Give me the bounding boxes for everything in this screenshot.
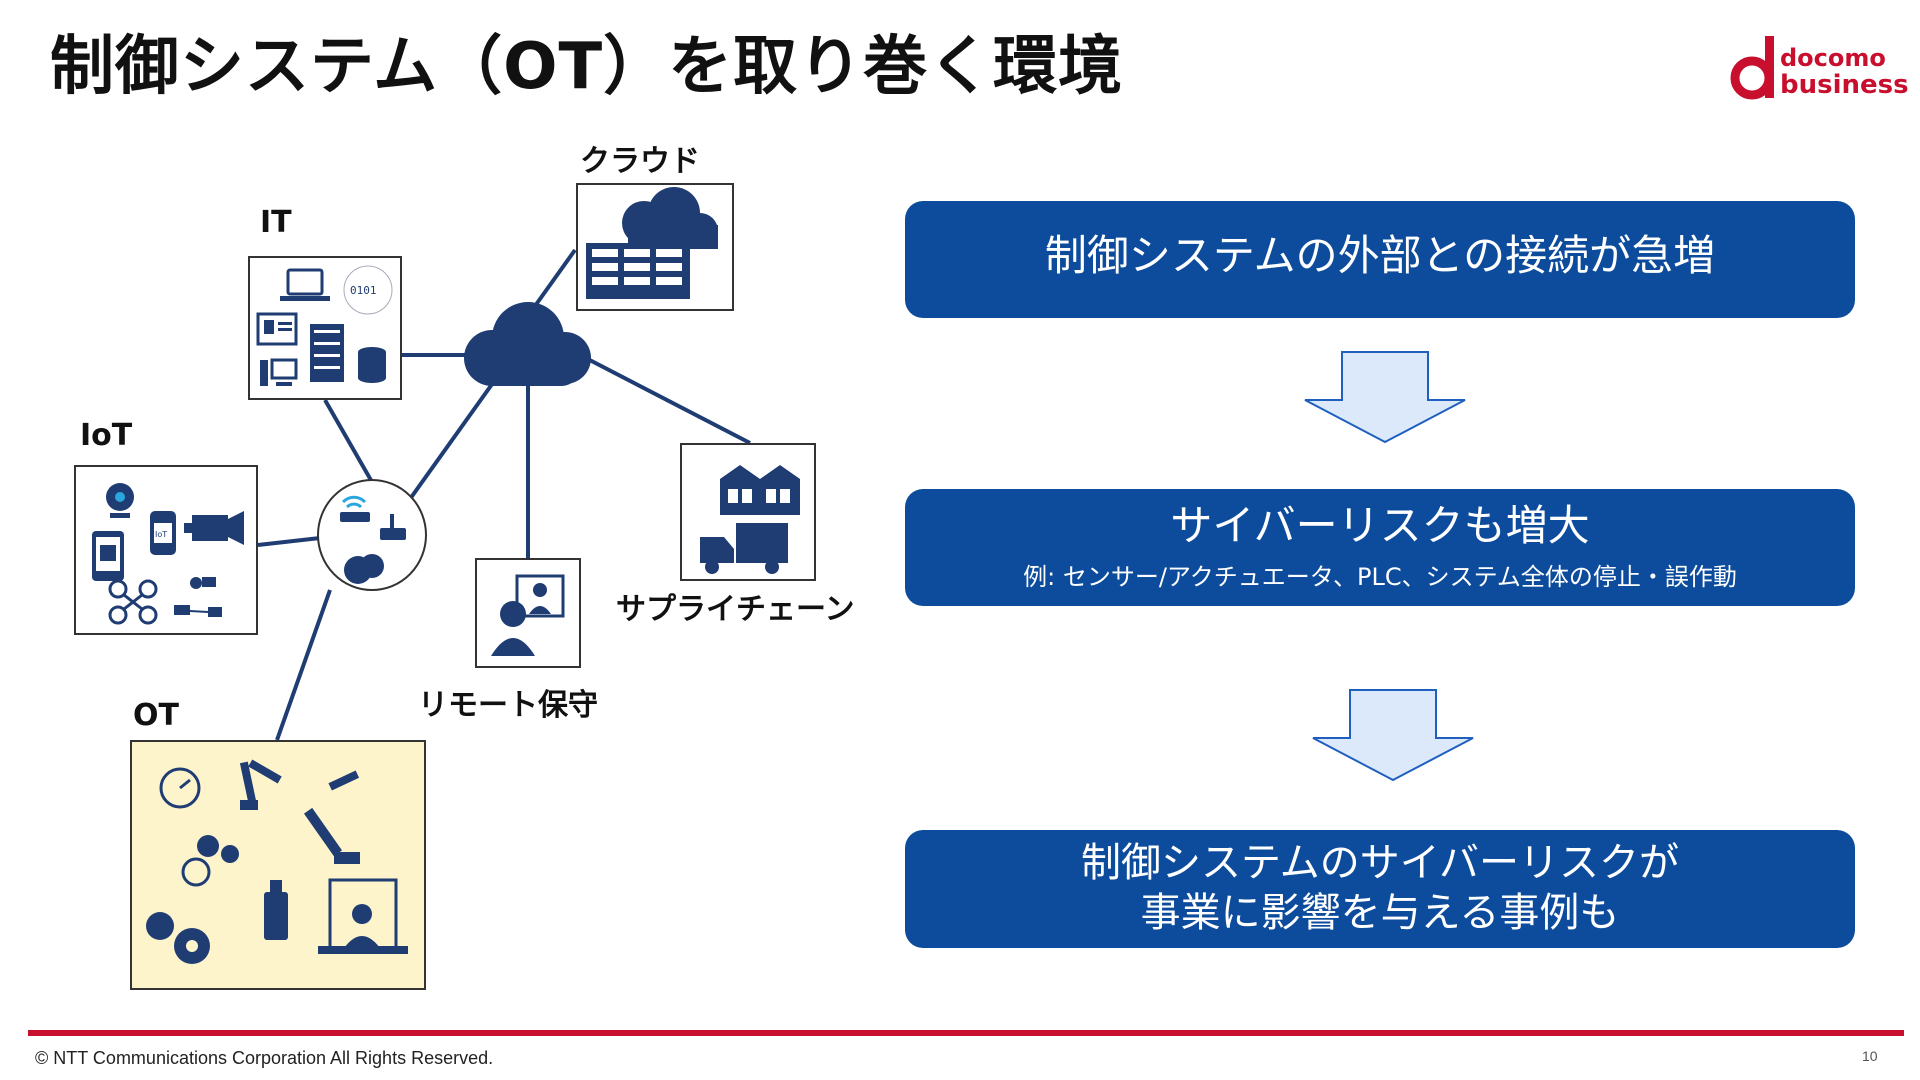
node-label-supply-chain: サプライチェーン	[616, 592, 855, 627]
line-it-hub	[323, 399, 374, 483]
down-arrow-icon	[1304, 351, 1466, 444]
remote-maintenance-box	[475, 558, 581, 668]
footer-divider	[28, 1030, 1904, 1036]
docomo-d-logo-icon	[1730, 36, 1774, 100]
supply-chain-box	[680, 443, 816, 581]
panel-3-text-line1: 制御システムのサイバーリスクが	[1081, 840, 1679, 886]
smartphone-icon	[92, 531, 124, 581]
node-label-iot: IoT	[80, 418, 133, 453]
webcam-icon	[106, 483, 134, 518]
page-number: 10	[1862, 1048, 1878, 1064]
logo-text-business: business	[1780, 70, 1909, 100]
binary-globe-icon: 0101	[343, 265, 393, 315]
node-label-it: IT	[260, 205, 292, 240]
it-box: 0101	[248, 256, 402, 400]
edge-hub-circle	[317, 479, 427, 591]
drone-icon	[108, 579, 158, 625]
panel-1-text: 制御システムの外部との接続が急増	[1044, 231, 1716, 280]
cloud-server-icon	[586, 187, 718, 299]
ot-box	[130, 740, 426, 990]
down-arrow-icon	[1312, 689, 1474, 782]
logo-text-docomo: docomo	[1780, 44, 1886, 72]
robot-arm-icon	[239, 759, 282, 810]
node-label-ot: OT	[133, 698, 179, 733]
network-diagram: IT 0101 クラウド	[0, 0, 900, 1020]
document-icon	[256, 312, 298, 346]
line-cloud-supply	[579, 353, 751, 445]
panel-2-text: サイバーリスクも増大	[1170, 501, 1590, 550]
gears-icon	[146, 912, 210, 964]
iot-network-icon	[174, 577, 222, 617]
laptop-icon	[280, 268, 330, 301]
access-point-icon	[380, 514, 406, 540]
line-iot-hub	[257, 536, 321, 547]
gauge-icon	[159, 767, 201, 809]
info-panel-business-impact: 制御システムのサイバーリスクが 事業に影響を与える事例も	[905, 830, 1855, 948]
page-title: 制御システム（OT）を取り巻く環境	[50, 30, 1124, 104]
info-panel-connection-increase: 制御システムの外部との接続が急増	[905, 201, 1855, 318]
connection-lines	[257, 248, 751, 741]
camera-icon	[184, 511, 244, 545]
smartwatch-icon: IoT	[150, 511, 176, 555]
iot-box: IoT	[74, 465, 258, 635]
gears-icon	[181, 835, 239, 887]
info-panel-risk-increase: サイバーリスクも増大 例: センサー/アクチュエータ、PLC、システム全体の停止…	[905, 489, 1855, 606]
server-rack-icon	[310, 324, 344, 382]
central-cloud-icon	[464, 302, 591, 386]
cloud-box	[576, 183, 734, 311]
desktop-pc-icon	[260, 358, 298, 386]
ai-brain-icon	[344, 554, 384, 584]
warehouse-icon	[720, 465, 800, 515]
panel-2-subtext: 例: センサー/アクチュエータ、PLC、システム全体の停止・誤作動	[1023, 563, 1737, 592]
node-label-remote: リモート保守	[418, 688, 598, 723]
wifi-router-icon	[340, 495, 370, 522]
svg-text:0101: 0101	[350, 284, 377, 297]
copyright-text: © NTT Communications Corporation All Rig…	[35, 1048, 494, 1068]
delivery-truck-icon	[700, 523, 788, 574]
usb-stick-icon	[264, 880, 288, 940]
panel-3-text-line2: 事業に影響を与える事例も	[1140, 890, 1620, 936]
operator-monitor-icon	[318, 878, 408, 954]
svg-text:IoT: IoT	[155, 530, 167, 539]
node-label-cloud: クラウド	[580, 144, 700, 179]
database-icon	[358, 347, 386, 383]
docomo-business-logo: docomo business	[1730, 32, 1909, 102]
remote-operator-icon	[491, 574, 565, 656]
robot-arm-icon	[303, 770, 360, 864]
line-hub-ot	[275, 589, 332, 741]
